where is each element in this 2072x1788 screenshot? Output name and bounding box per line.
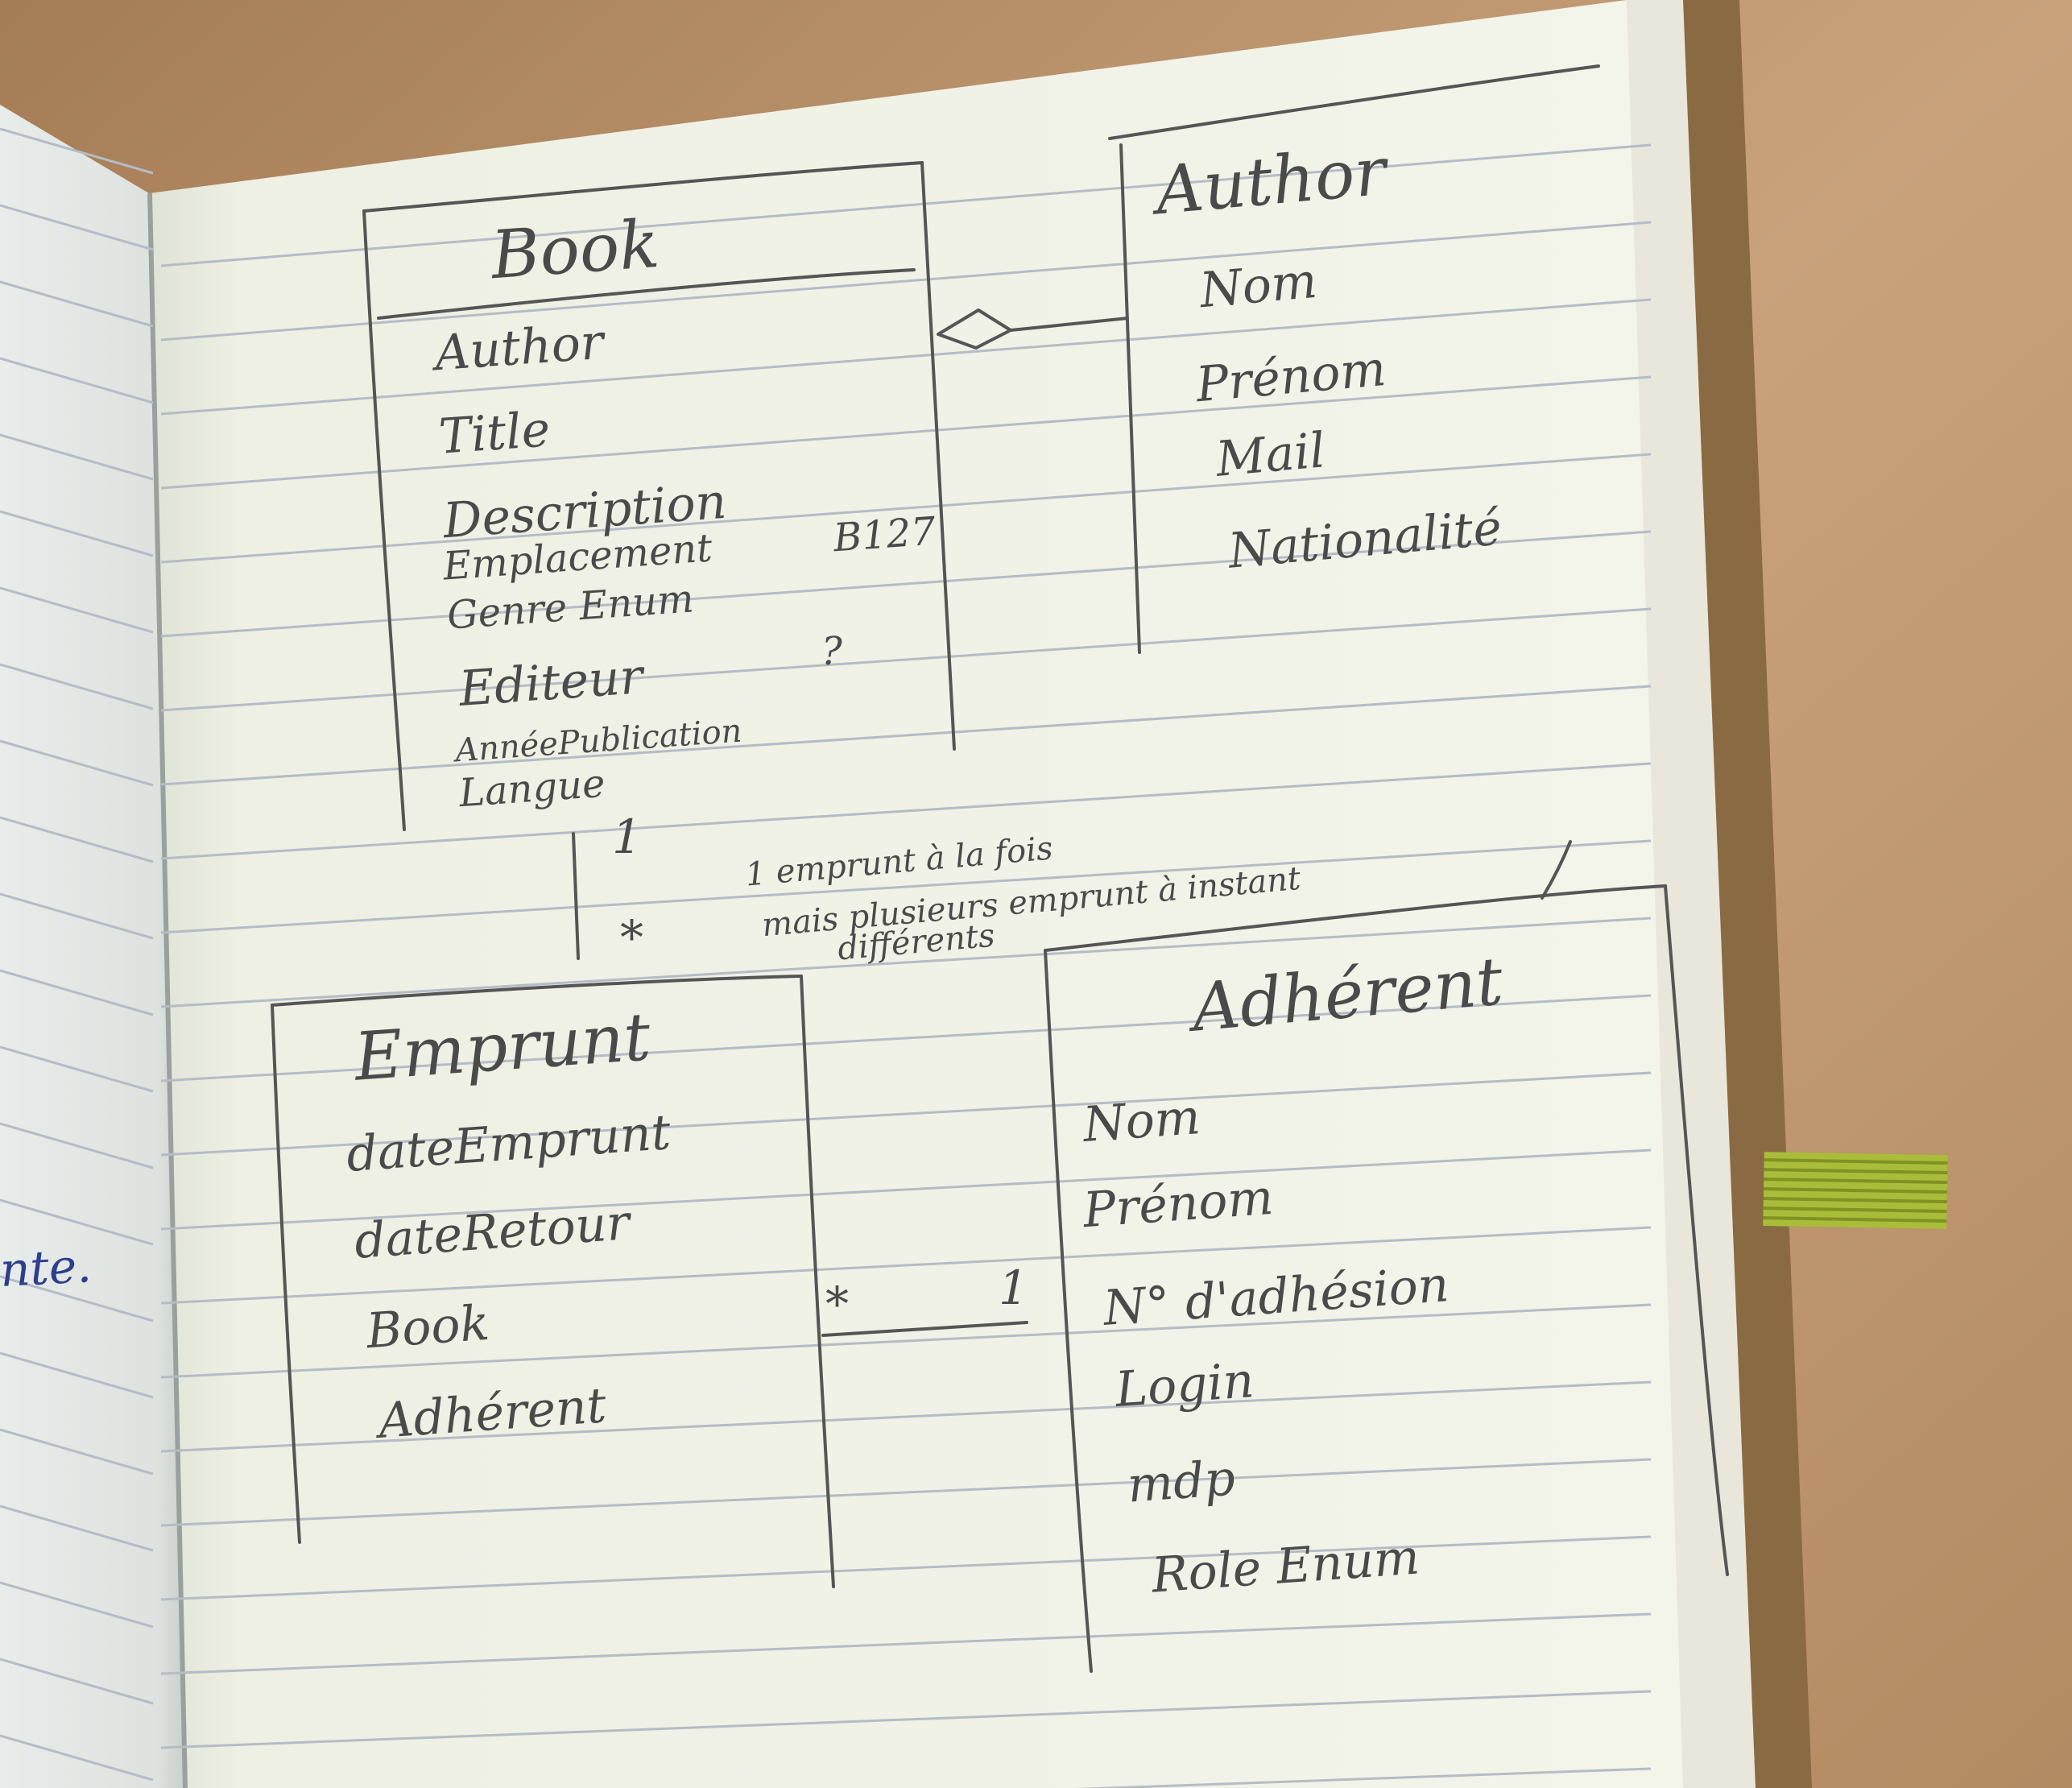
book-attr-editeur: Editeur	[457, 648, 645, 718]
ruled-line	[160, 1226, 1652, 1305]
ruled-line-left-page	[0, 357, 154, 404]
book-attr-title: Title	[436, 401, 552, 466]
ruled-line-left-page	[0, 433, 154, 481]
ruled-line	[160, 1690, 1652, 1749]
ruled-line-left-page	[0, 969, 154, 1016]
ruled-line-left-page	[0, 1734, 154, 1782]
ruled-line-left-page	[0, 1504, 154, 1552]
emprunt-adherent-line	[821, 1321, 1028, 1337]
author-book-composition	[937, 308, 1129, 350]
author-box-left	[1119, 143, 1141, 654]
ribbon-bookmark	[1763, 1152, 1948, 1230]
ruled-lines	[0, 127, 1652, 1788]
composition-line	[1009, 317, 1129, 332]
adherent-attr-mdp: mdp	[1125, 1450, 1237, 1514]
ruled-line	[160, 453, 1652, 564]
adherent-attr-login: Login	[1113, 1352, 1256, 1418]
book-class-name: Book	[488, 205, 662, 295]
emprunt-attr-book: Book	[364, 1294, 491, 1360]
ruled-line	[160, 1071, 1652, 1157]
ruled-line	[160, 1303, 1652, 1379]
ruled-line-left-page	[0, 1045, 154, 1093]
author-class-name: Author	[1152, 133, 1389, 230]
adherent-attr-nom: Nom	[1081, 1089, 1202, 1153]
adherent-box-top	[1044, 884, 1667, 952]
author-attr-mail: Mail	[1214, 422, 1328, 488]
book-emprunt-association	[572, 832, 1572, 960]
right-page	[149, 0, 1683, 1788]
ruled-line-left-page	[0, 892, 154, 940]
note-bracket	[1541, 840, 1572, 900]
ruled-line	[160, 298, 1652, 416]
book-emprunt-mult-book: 1	[612, 809, 642, 864]
book-emprunt-mult-emprunt: *	[620, 910, 643, 965]
adherent-attr-prenom: Prénom	[1081, 1169, 1276, 1240]
emprunt-box-left	[271, 1004, 301, 1544]
ruled-line	[160, 530, 1652, 638]
page-gutter	[147, 192, 188, 1788]
emprunt-adherent-mult-emprunt: *	[825, 1277, 849, 1331]
book-box-right	[920, 161, 956, 751]
ruled-line	[160, 375, 1652, 490]
ruled-line	[160, 685, 1652, 786]
book-editeur-note: ?	[821, 629, 842, 674]
ruled-line-left-page	[0, 510, 154, 557]
left-page-ink-fragment: nte.	[0, 1238, 93, 1298]
ruled-line	[160, 1380, 1652, 1453]
page-edges	[1627, 0, 1756, 1788]
emprunt-box-top	[271, 975, 803, 1007]
book-attr-langue: Langue	[457, 760, 607, 817]
class-book-box	[362, 161, 956, 831]
ruled-line-left-page	[0, 586, 154, 634]
ruled-line-left-page	[0, 280, 154, 328]
adherent-box-left	[1044, 949, 1093, 1673]
ruled-line	[160, 1535, 1652, 1601]
book-attr-author: Author	[432, 313, 606, 383]
class-emprunt-box	[271, 975, 835, 1588]
emprunt-box-right	[800, 975, 835, 1588]
class-adherent-box	[1044, 884, 1729, 1673]
ruled-line-left-page	[0, 739, 154, 787]
ruled-line-left-page	[0, 1581, 154, 1629]
emprunt-adherent-mult-adherent: 1	[999, 1260, 1028, 1315]
ruled-line-left-page	[0, 204, 154, 251]
ruled-line	[160, 839, 1652, 934]
ruled-line	[160, 994, 1652, 1082]
book-box-top	[362, 161, 924, 213]
adherent-box-right	[1664, 884, 1729, 1576]
ruled-line-left-page	[0, 663, 154, 710]
ruled-line	[160, 1612, 1652, 1675]
ruled-line-left-page	[0, 816, 154, 863]
ruled-line	[160, 762, 1652, 860]
ruled-line-left-page	[0, 1351, 154, 1399]
book-title-divider	[377, 268, 916, 320]
ruled-line	[160, 221, 1652, 341]
class-author-box	[1108, 64, 1600, 654]
ruled-line-left-page	[0, 1122, 154, 1169]
emprunt-class-name: Emprunt	[352, 999, 653, 1096]
author-attr-nom: Nom	[1197, 252, 1320, 320]
ruled-line	[160, 143, 1652, 267]
ruled-line	[160, 1149, 1652, 1231]
ruled-line	[160, 1458, 1652, 1527]
ruled-line-left-page	[0, 1428, 154, 1476]
book-box-left	[362, 209, 406, 831]
ruled-line-left-page	[0, 1275, 154, 1322]
ruled-line	[160, 917, 1652, 1008]
ruled-line	[1075, 1767, 1652, 1788]
book-emplacement-note: B127	[832, 508, 937, 561]
ruled-line-left-page	[0, 127, 154, 175]
emprunt-attr-adherent: Adhérent	[376, 1377, 608, 1450]
ruled-line	[160, 607, 1652, 712]
ruled-line-left-page	[0, 1198, 154, 1246]
ruled-line-left-page	[0, 1658, 154, 1705]
book-emprunt-line	[572, 832, 580, 960]
author-box-top	[1108, 64, 1600, 140]
